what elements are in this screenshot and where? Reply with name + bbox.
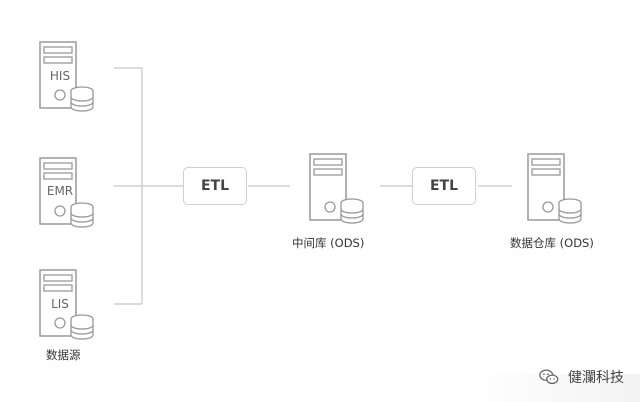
- watermark: 健瀾科技: [538, 366, 624, 388]
- his-server-icon: [39, 41, 94, 112]
- etl-box-2: ETL: [412, 167, 476, 205]
- source-group-caption: 数据源: [46, 348, 81, 362]
- emr-server-icon: [39, 157, 94, 228]
- middle-caption: 中间库 (ODS): [292, 236, 365, 250]
- lis-label: LIS: [51, 297, 69, 311]
- his-label: HIS: [49, 69, 71, 83]
- middle-server-icon: [309, 153, 364, 224]
- warehouse-server-icon: [527, 153, 582, 224]
- watermark-text: 健瀾科技: [568, 370, 624, 386]
- lis-server-icon: [39, 269, 94, 340]
- warehouse-caption: 数据仓库 (ODS): [510, 236, 594, 250]
- etl-box-1: ETL: [183, 167, 247, 205]
- emr-label: EMR: [46, 184, 74, 198]
- wechat-icon: [539, 369, 559, 385]
